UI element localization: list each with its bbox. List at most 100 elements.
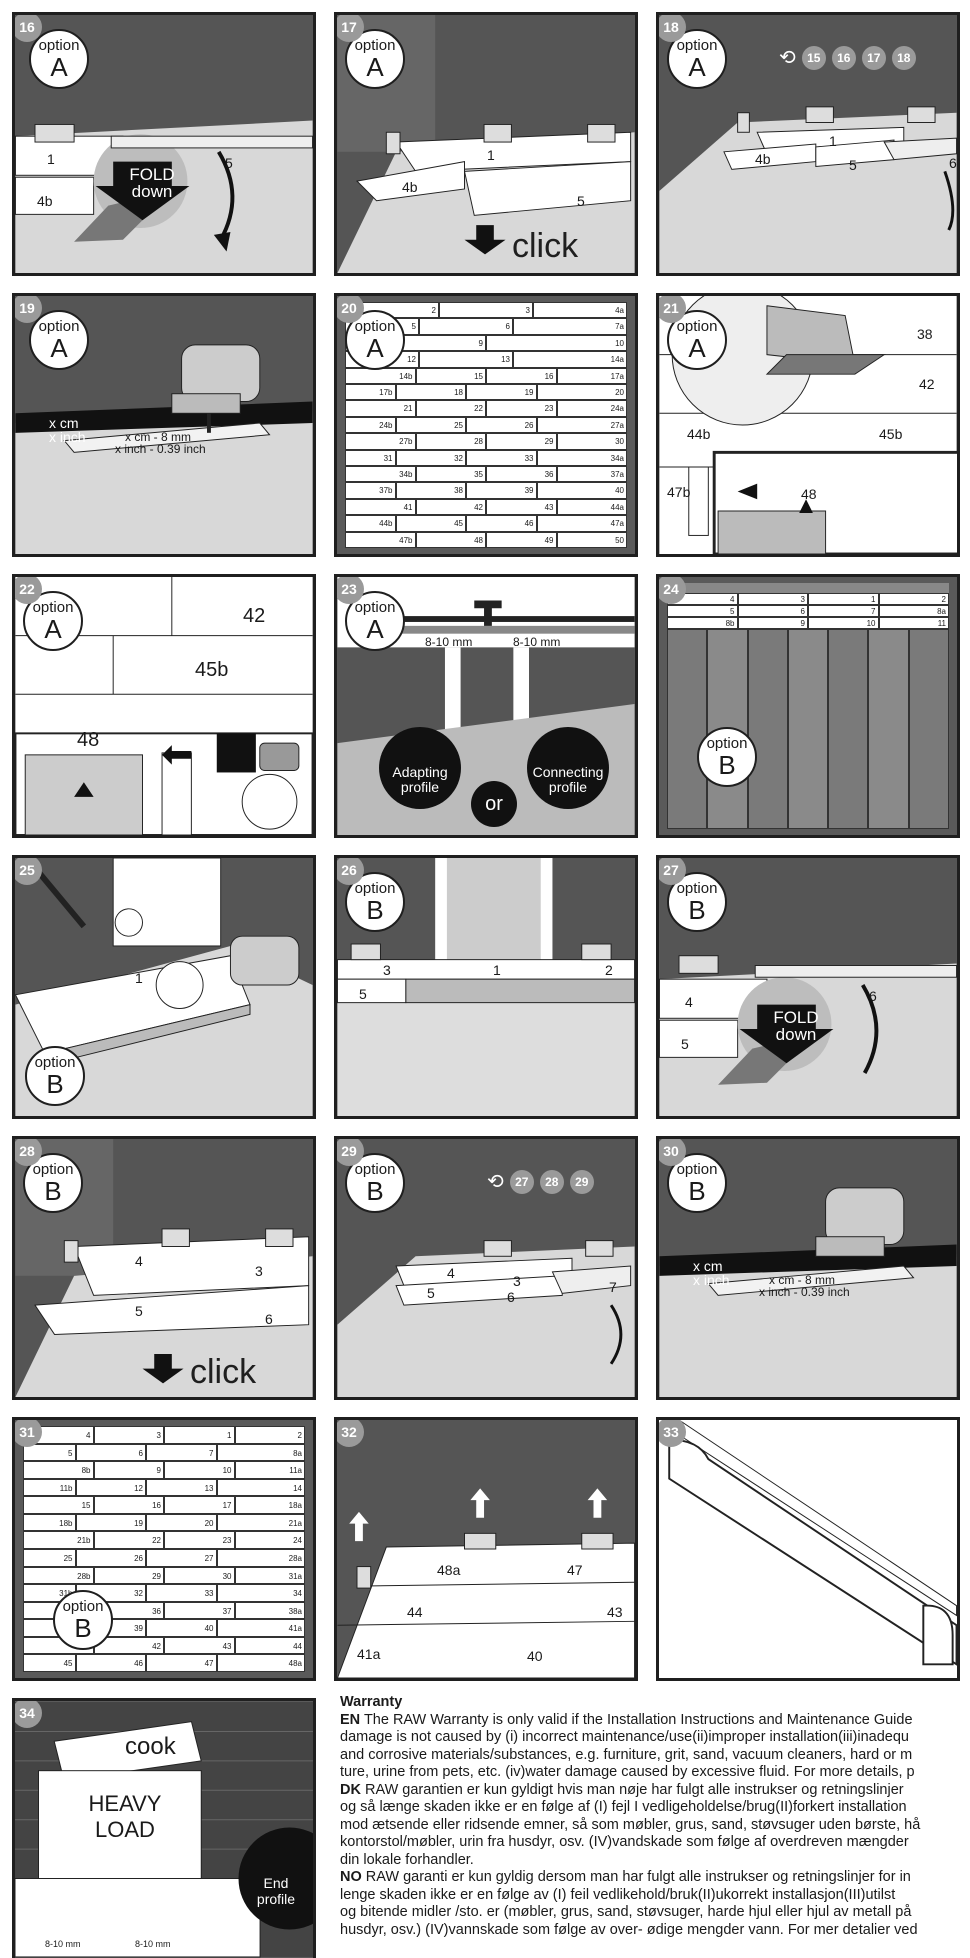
step-ref: 29	[570, 1170, 594, 1194]
plank-cell: 10	[808, 617, 879, 629]
plank-cell: 6	[76, 1444, 147, 1462]
board-label: 3	[513, 1273, 521, 1289]
plank-cell: 26	[76, 1549, 147, 1567]
plank-cell: 24a	[557, 400, 628, 416]
gap-label: 8-10 mm	[425, 635, 472, 649]
plank-cell: 16	[94, 1496, 165, 1514]
board-label: 4b	[402, 179, 418, 195]
board-label: 5	[577, 193, 585, 209]
board-label: 5	[849, 157, 857, 173]
remove-spacers-illustration	[337, 1420, 635, 1678]
plank-cell: 21a	[217, 1514, 306, 1532]
plank-cell: 14b	[345, 368, 416, 384]
plank-cell: 40	[537, 482, 628, 498]
plank-cell: 44b	[345, 515, 396, 531]
plank-cell: 44	[235, 1637, 306, 1655]
step-22-panel: 22 optionA 42 45b 48	[12, 574, 316, 838]
plank-cell: 19	[466, 384, 537, 400]
warranty-line: mod ætsende eller ridsende emner, så som…	[340, 1817, 920, 1833]
plank-cell: 31	[345, 450, 396, 466]
plank-layout-grid: 43125678a8b91011	[667, 583, 949, 829]
step-number: 31	[12, 1417, 42, 1447]
board-label: 5	[225, 155, 233, 171]
step-ref: 17	[862, 46, 886, 70]
warranty-line: og så længe skaden ikke er en følge af (…	[340, 1799, 907, 1815]
plank-cell: 24	[235, 1531, 306, 1549]
plank-cell: 37	[164, 1602, 235, 1620]
step-number: 19	[12, 293, 42, 323]
plank-cell: 23	[486, 400, 557, 416]
plank-cell: 44a	[557, 499, 628, 515]
repeat-steps-sequence: ⟲ 15 16 17 18	[779, 45, 916, 70]
step-number: 25	[12, 855, 42, 885]
board-label: 1	[829, 133, 837, 149]
step-number: 22	[12, 574, 42, 604]
step-23-panel: 23 optionA 8-10 mm 8-10 mm Adapting prof…	[334, 574, 638, 838]
plank-cell: 28	[416, 433, 487, 449]
board-label: 45b	[879, 426, 902, 442]
plank-cell: 17b	[345, 384, 396, 400]
plank-cell: 21b	[23, 1531, 94, 1549]
step-28-panel: 28 optionB click 4 3 5 6	[12, 1136, 316, 1400]
plank-cell: 30	[164, 1567, 235, 1585]
board-label: 4b	[37, 193, 53, 209]
step-number: 27	[656, 855, 686, 885]
cut-offset-label: x inch - 0.39 inch	[115, 442, 206, 456]
board-label: 6	[869, 988, 877, 1004]
plank-cell: 19	[76, 1514, 147, 1532]
plank-cell: 30	[557, 433, 628, 449]
step-number: 33	[656, 1417, 686, 1447]
repeat-icon: ⟲	[779, 45, 796, 70]
plank-cell: 37a	[557, 466, 628, 482]
cut-width-label: x inch	[693, 1272, 730, 1288]
board-label: 5	[681, 1036, 689, 1052]
board-label: 47	[567, 1562, 583, 1578]
plank-cell: 43	[486, 499, 557, 515]
cut-offset-label: x inch - 0.39 inch	[759, 1285, 850, 1299]
or-badge: or	[471, 781, 517, 827]
vertical-plank	[868, 629, 908, 829]
board-label: 5	[359, 986, 367, 1002]
warranty-line: RAW garantien er kun gyldigt hvis man nø…	[365, 1782, 904, 1798]
step-26-panel: 26 optionB 3 1 2 5	[334, 855, 638, 1119]
plank-cell: 8b	[23, 1461, 94, 1479]
plank-cell: 3	[94, 1426, 165, 1444]
board-label: 1	[493, 962, 501, 978]
plank-cell: 35	[416, 466, 487, 482]
step-number: 32	[334, 1417, 364, 1447]
plank-cell: 49	[486, 532, 557, 548]
plank-cell: 14	[217, 1479, 306, 1497]
board-label: 6	[265, 1311, 273, 1327]
board-label: 1	[135, 970, 143, 986]
plank-cell: 28a	[217, 1549, 306, 1567]
plank-cell: 37b	[345, 482, 396, 498]
step-19-panel: 19 optionA x cm x inch x cm - 8 mm x inc…	[12, 293, 316, 557]
plank-cell: 7	[808, 605, 879, 617]
plank-cell: 27a	[537, 417, 628, 433]
step-ref: 27	[510, 1170, 534, 1194]
plank-cell: 34	[217, 1584, 306, 1602]
step-number: 20	[334, 293, 364, 323]
board-label: 45b	[195, 659, 228, 682]
plank-cell: 20	[146, 1514, 217, 1532]
fold-down-label: FOLD down	[127, 166, 177, 200]
board-label: 4	[685, 994, 693, 1010]
plank-cell: 23	[164, 1531, 235, 1549]
plank-cell: 2	[879, 593, 950, 605]
plank-cell: 33	[146, 1584, 217, 1602]
plank-cell: 32	[396, 450, 467, 466]
plank-cell: 26	[466, 417, 537, 433]
plank-cell: 8a	[879, 605, 950, 617]
step-number: 16	[12, 12, 42, 42]
repeat-icon: ⟲	[487, 1169, 504, 1194]
plank-cell: 40	[146, 1619, 217, 1637]
click-label: click	[190, 1353, 256, 1392]
vertical-plank	[748, 629, 788, 829]
step-30-panel: 30 optionB x cm x inch x cm - 8 mm x inc…	[656, 1136, 960, 1400]
plank-cell: 18b	[23, 1514, 76, 1532]
plank-cell: 3	[738, 593, 809, 605]
step-32-panel: 32 48a 47 44 43 41a 40	[334, 1417, 638, 1681]
step-number: 23	[334, 574, 364, 604]
